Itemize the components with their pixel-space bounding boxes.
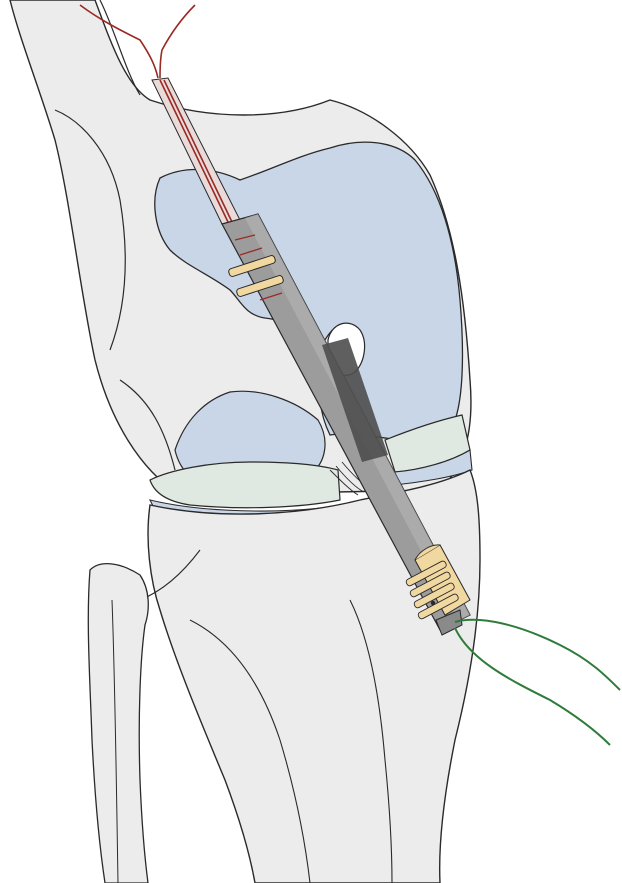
tibial-suture xyxy=(455,620,620,745)
fibula-bone xyxy=(88,564,148,883)
tibia-bone xyxy=(148,470,480,883)
